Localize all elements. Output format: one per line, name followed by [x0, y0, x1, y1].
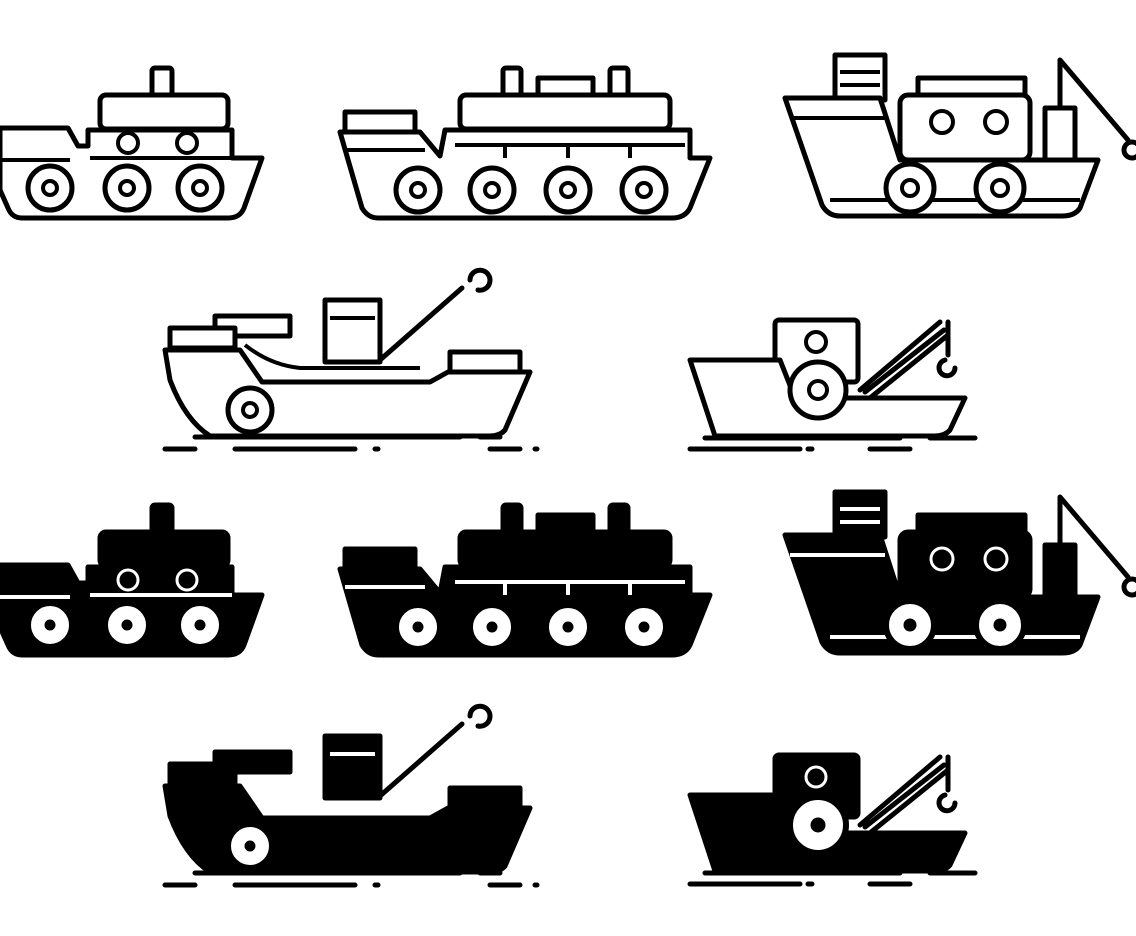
- crane-barge-glyph-icon: [687, 752, 978, 887]
- fishing-trawler-glyph-icon: [782, 489, 1136, 656]
- ferry-outline-icon: [0, 65, 265, 221]
- ferry-glyph-icon: [0, 502, 265, 658]
- cargo-ship-outline-icon: [162, 267, 540, 452]
- cruise-ship-glyph-icon: [337, 502, 713, 658]
- cruise-ship-outline-icon: [337, 65, 713, 221]
- cargo-ship-glyph-icon: [162, 703, 540, 888]
- fishing-trawler-outline-icon: [782, 52, 1136, 219]
- crane-barge-outline-icon: [687, 317, 978, 452]
